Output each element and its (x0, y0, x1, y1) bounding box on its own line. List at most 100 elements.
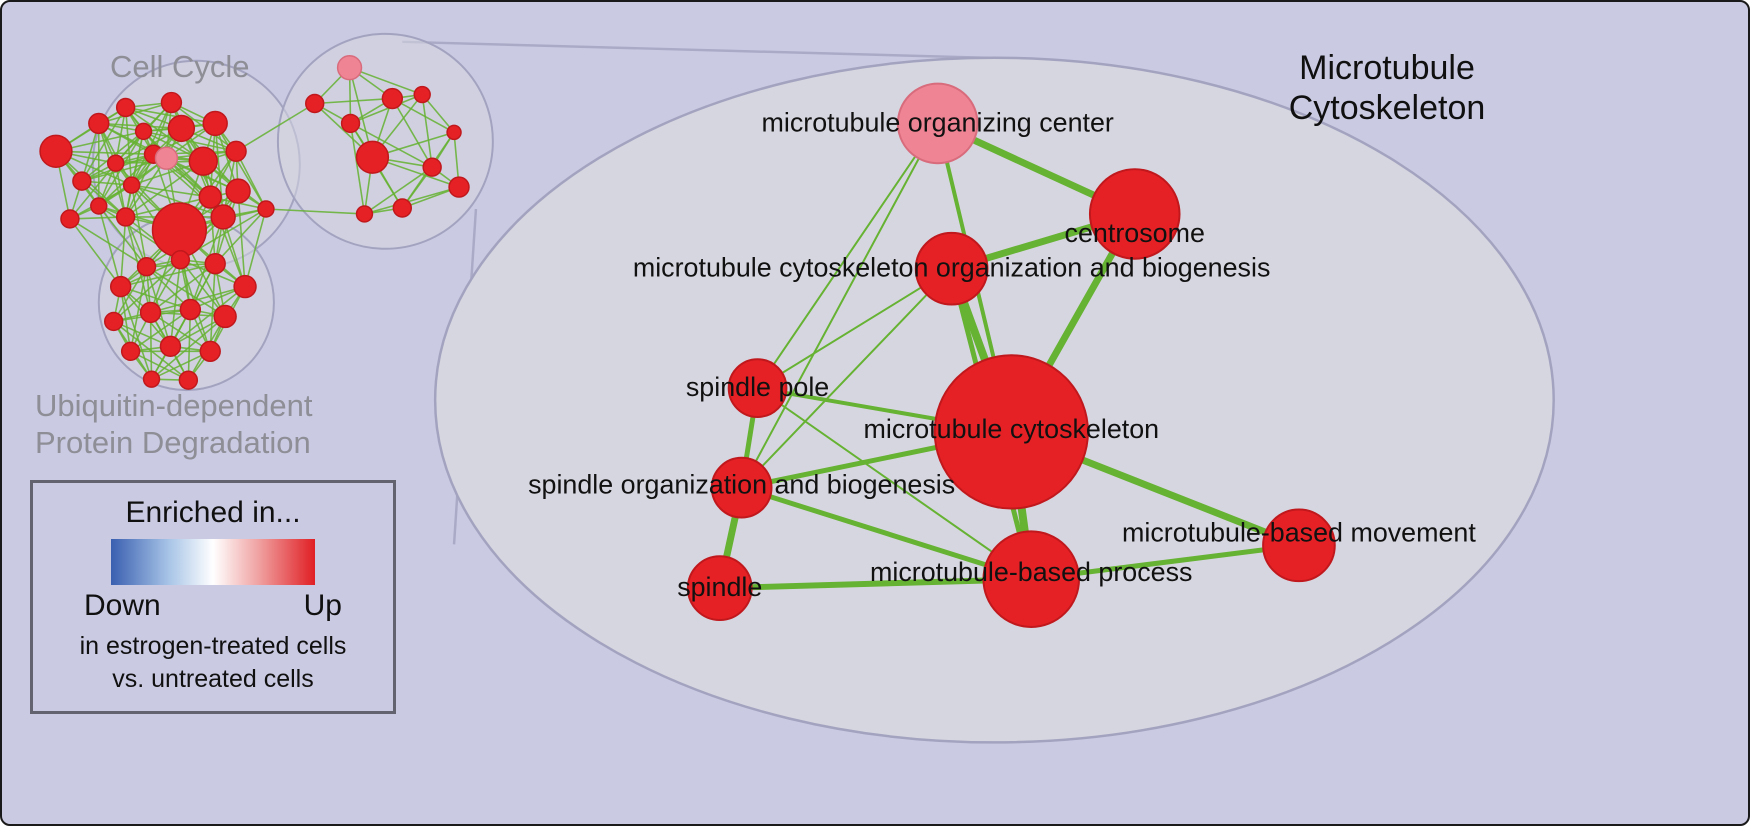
overview-node (381, 87, 404, 110)
overview-node (120, 341, 141, 362)
overview-node (355, 140, 390, 174)
overview-edge (235, 102, 316, 152)
overview-edge (113, 266, 148, 322)
overview-edge (149, 312, 153, 380)
detail-edge-spindle_org-mb_process (739, 485, 1034, 582)
overview-edge (214, 123, 267, 210)
zoom-callout-line (402, 40, 1020, 60)
legend-down-label: Down (84, 589, 161, 622)
legend-title: Enriched in... (125, 496, 301, 529)
overview-node (257, 200, 275, 218)
overview-edge (98, 205, 148, 268)
overview-node (392, 198, 413, 218)
detail-edge-spindle-mb_process (716, 576, 1035, 592)
overview-node (170, 250, 191, 270)
overview-node (109, 275, 132, 298)
overview-edge (124, 107, 133, 186)
overview-node (39, 134, 73, 168)
detail-edge-mcob-spindle_pole (756, 267, 953, 390)
overview-node (179, 298, 202, 321)
cluster-label-ubiquitin-line1: Ubiquitin-dependent (35, 388, 313, 423)
overview-edge (349, 66, 423, 96)
overview-edge (364, 166, 433, 215)
overview-edge (130, 184, 148, 267)
node-label-centrosome: centrosome (1065, 218, 1205, 248)
legend-up-label: Up (303, 589, 342, 622)
legend-caption-line1: in estrogen-treated cells (79, 632, 347, 660)
overview-edge (150, 263, 216, 314)
overview-node (88, 112, 110, 135)
overview-node (225, 140, 247, 162)
overview-edge (244, 208, 267, 287)
overview-edge (151, 350, 211, 380)
overview-edge (98, 205, 122, 287)
overview-edge (81, 107, 127, 182)
node-label-spindle: spindle (677, 572, 762, 602)
overview-node (355, 205, 374, 223)
legend-gradient-bar (111, 539, 315, 585)
node-spindle (686, 555, 753, 621)
overview-edge (169, 285, 246, 347)
node-label-spindle_org: spindle organization and biogenesis (528, 470, 955, 500)
overview-node (305, 93, 325, 114)
node-label-mb_process: microtubule-based process (870, 557, 1192, 587)
overview-edge (187, 309, 192, 381)
node-label-mc: microtubule cytoskeleton (864, 414, 1160, 444)
legend-caption: in estrogen-treated cells vs. untreated … (80, 630, 347, 695)
overview-node (413, 85, 431, 104)
overview-edge (349, 123, 366, 215)
node-mb_movement (1262, 508, 1336, 583)
overview-node (225, 178, 251, 204)
node-spindle_org (710, 456, 773, 519)
node-mb_process (982, 530, 1081, 628)
overview-node (446, 124, 462, 141)
overview-edge (119, 216, 127, 287)
overview-edge (314, 97, 393, 105)
overview-node (151, 202, 208, 258)
overview-edge (130, 308, 191, 352)
overview-node (104, 311, 124, 332)
overview-edge (237, 191, 246, 287)
overview-node (178, 370, 199, 390)
overview-node (115, 207, 136, 227)
node-label-mb_movement: microtubule-based movement (1122, 517, 1476, 547)
overview-edge (150, 285, 246, 314)
overview-edge (350, 122, 433, 168)
overview-node (199, 340, 221, 362)
legend-caption-line2: vs. untreated cells (112, 664, 314, 693)
cluster-label-ubiquitin: Ubiquitin-dependent Protein Degradation (35, 388, 313, 461)
node-centrosome (1088, 168, 1181, 260)
overview-node (142, 370, 161, 388)
overview-node (90, 197, 108, 215)
overview-edge (421, 94, 433, 168)
overview-edge (113, 259, 181, 323)
detail-edge-moc-spindle_pole (756, 122, 939, 390)
overview-edge (131, 184, 211, 198)
overview-node (115, 97, 136, 118)
detail-edge-spindle_pole-mb_process (756, 387, 1033, 581)
node-label-moc: microtubule organizing center (762, 107, 1114, 137)
overview-node (106, 154, 125, 172)
node-label-mcob: microtubule cytoskeleton organization an… (633, 253, 1271, 283)
overview-node (422, 157, 442, 177)
detail-edge-mcob-spindle_org (740, 267, 953, 489)
node-moc (896, 82, 979, 165)
overview-node (139, 301, 162, 324)
overview-edge (150, 311, 211, 352)
overview-edge (265, 208, 365, 215)
overview-edge (69, 218, 122, 288)
overview-node (154, 146, 179, 170)
node-mc (933, 354, 1089, 510)
overview-edge (391, 97, 455, 134)
overview-edge (214, 208, 267, 265)
node-mcob (914, 231, 989, 306)
overview-node (210, 204, 236, 230)
detail-edge-moc-spindle_org (740, 122, 939, 489)
overview-edge (98, 101, 172, 125)
overview-edge (169, 259, 182, 347)
overview-node (159, 335, 182, 358)
cluster-label-cell-cycle: Cell Cycle (110, 49, 250, 84)
legend: Enriched in... Down Up in estrogen-treat… (30, 480, 396, 714)
